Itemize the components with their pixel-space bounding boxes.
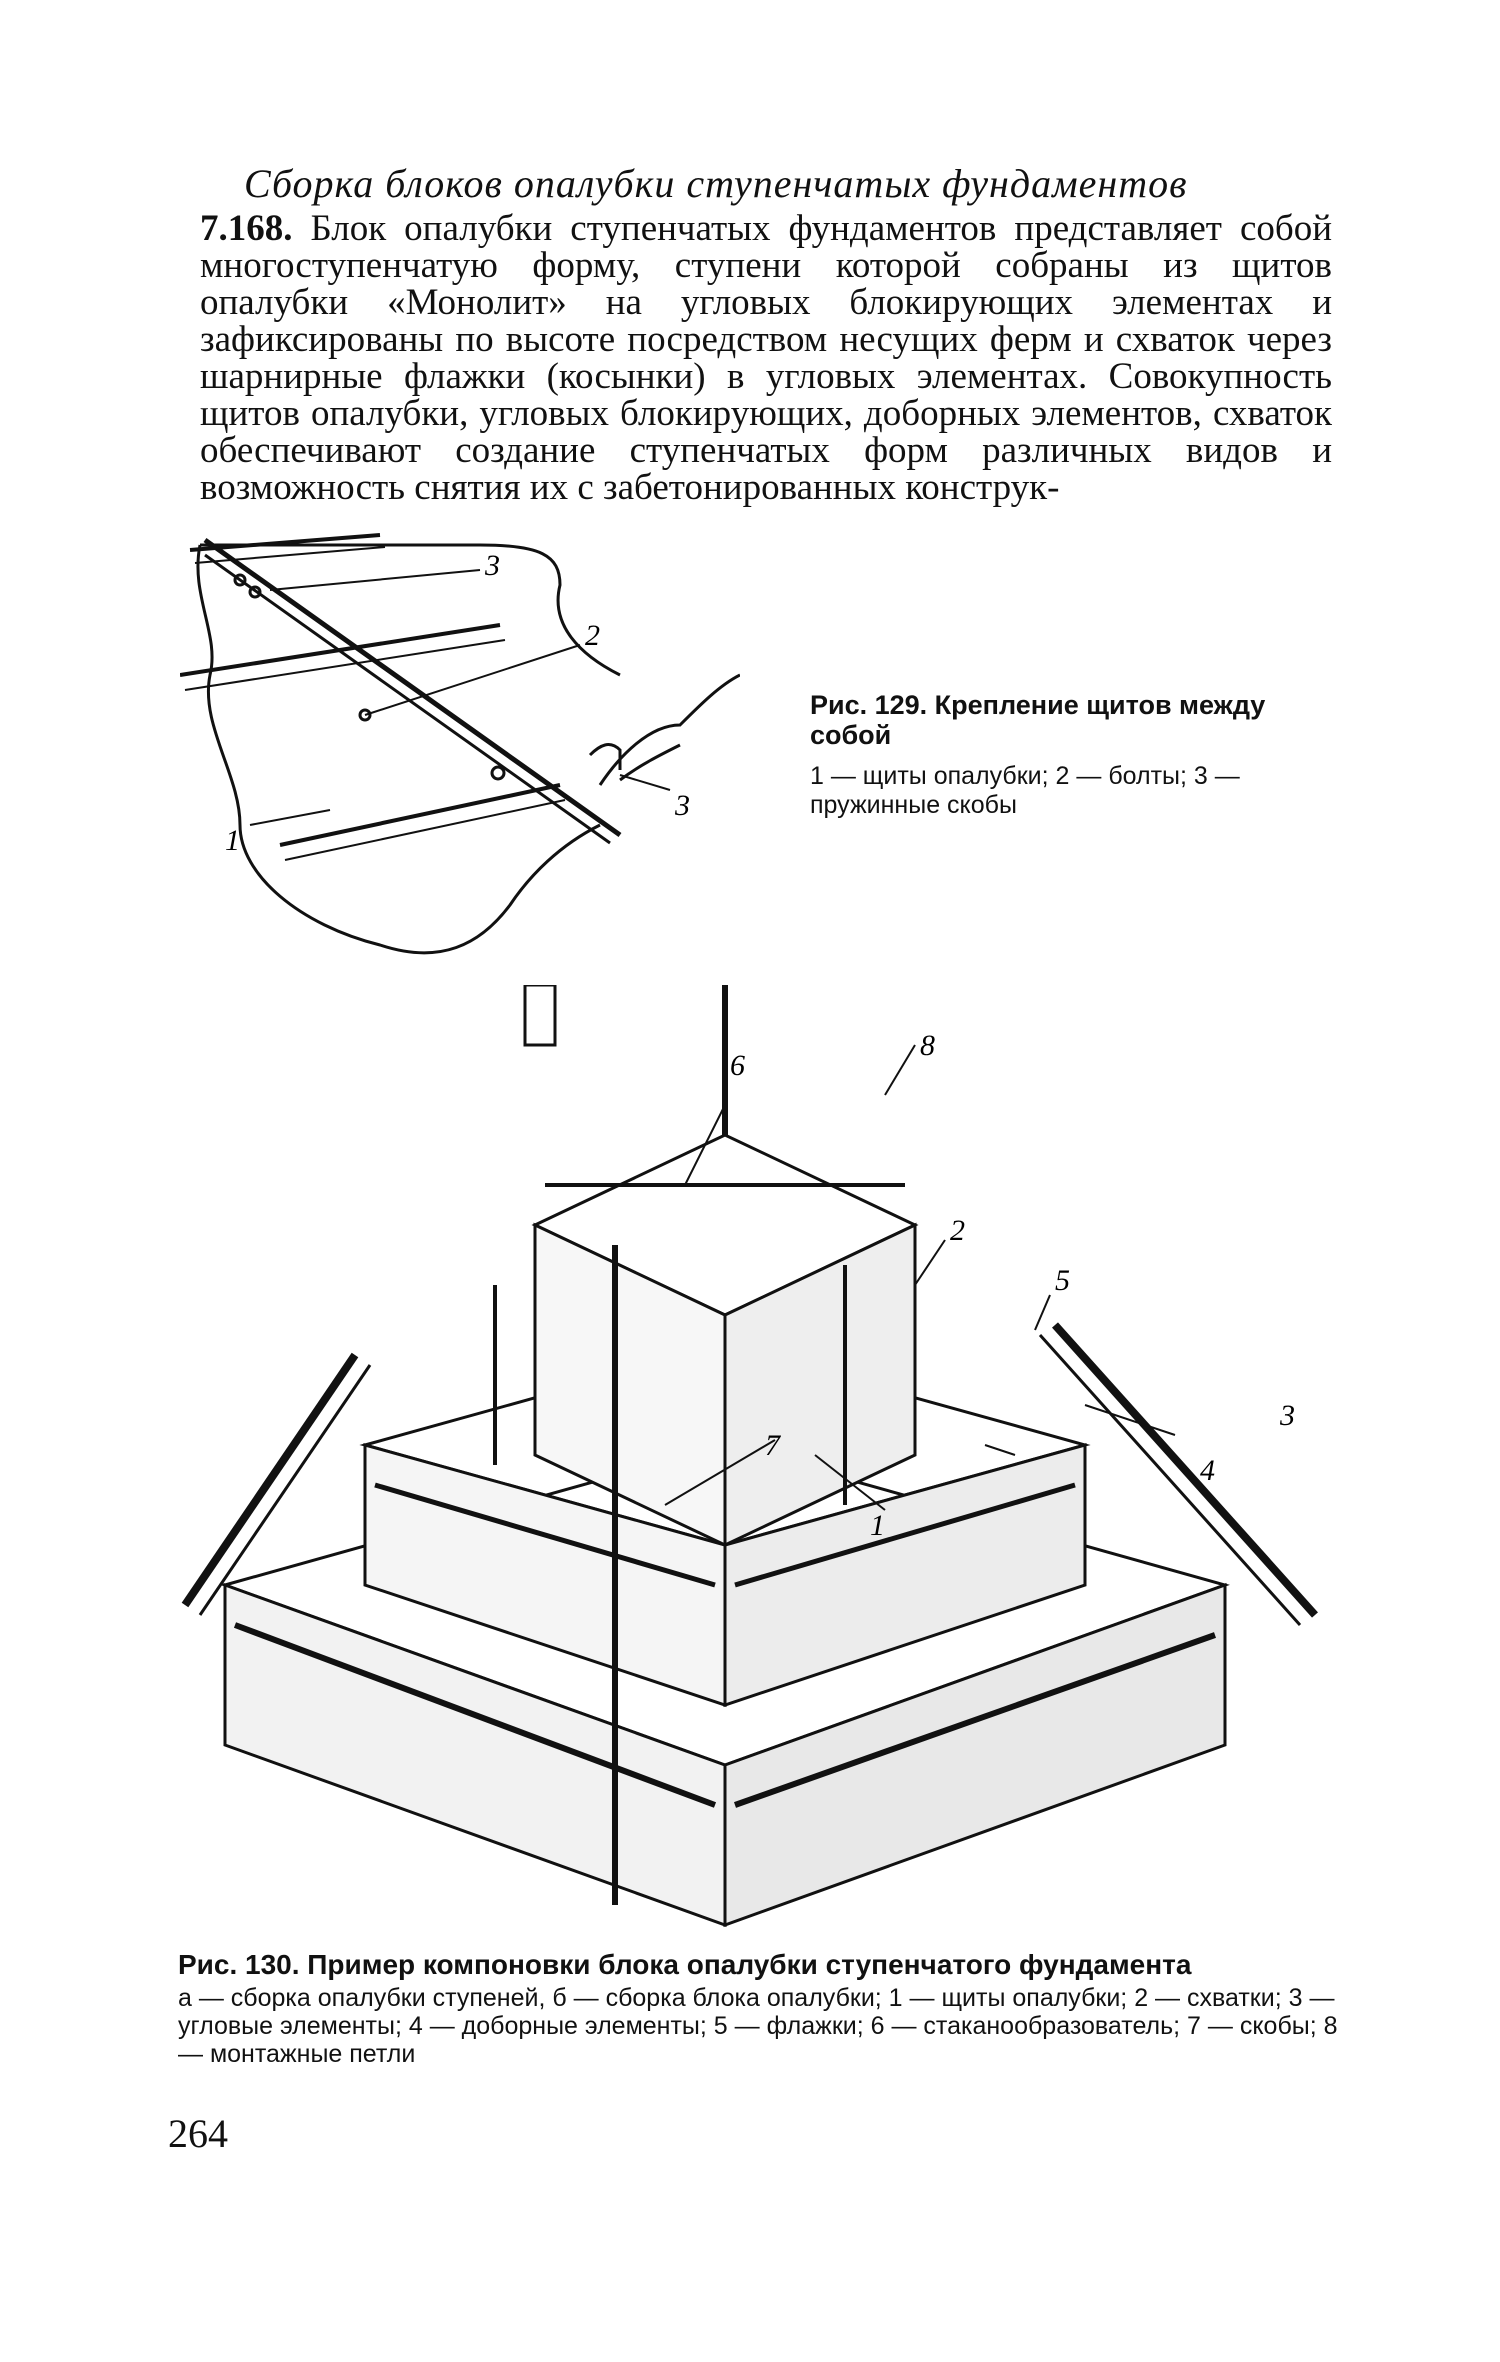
- section-heading: Сборка блоков опалубки ступенчатых фунда…: [244, 161, 1188, 206]
- fig130-label-2: 2: [950, 1214, 965, 1247]
- fig129-label-3a: 3: [484, 549, 500, 582]
- fig130-label-5: 5: [1055, 1264, 1070, 1297]
- fig130-label-8: 8: [920, 1029, 935, 1062]
- figure-130-legend: а — сборка опалубки ступеней, б — сборка…: [178, 1984, 1338, 2068]
- figure-130-title: Рис. 130. Пример компоновки блока опалуб…: [178, 1949, 1192, 1980]
- figure-129-caption: Рис. 129. Крепление щитов между собой 1 …: [810, 690, 1340, 820]
- fig130-label-4: 4: [1200, 1454, 1215, 1487]
- paragraph-text: Блок опалубки ступенчатых фундаментов пр…: [200, 208, 1333, 508]
- fig129-label-3b: 3: [674, 789, 690, 822]
- fig130-label-6: 6: [730, 1049, 745, 1082]
- fig129-label-2: 2: [585, 619, 600, 652]
- paragraph-number: 7.168.: [200, 208, 293, 249]
- fig130-label-3: 3: [1279, 1399, 1295, 1432]
- figure-130-drawing: 6 8 2 5 3 4 7 1: [181, 985, 1318, 1928]
- figure-129-legend: 1 — щиты опалубки; 2 — болты; 3 — пружин…: [810, 762, 1240, 819]
- fig129-label-1: 1: [225, 824, 240, 857]
- page-number: 264: [168, 2111, 228, 2156]
- fig130-label-1: 1: [870, 1509, 885, 1542]
- figure-129-drawing: 3 2 1 3: [180, 533, 740, 955]
- figure-130-caption: Рис. 130. Пример компоновки блока опалуб…: [178, 1949, 1341, 2069]
- fig130-label-7: 7: [765, 1429, 782, 1462]
- figure-129-title: Рис. 129. Крепление щитов между собой: [810, 690, 1266, 750]
- body-paragraph: 7.168. Блок опалубки ступенчатых фундаме…: [200, 210, 1332, 506]
